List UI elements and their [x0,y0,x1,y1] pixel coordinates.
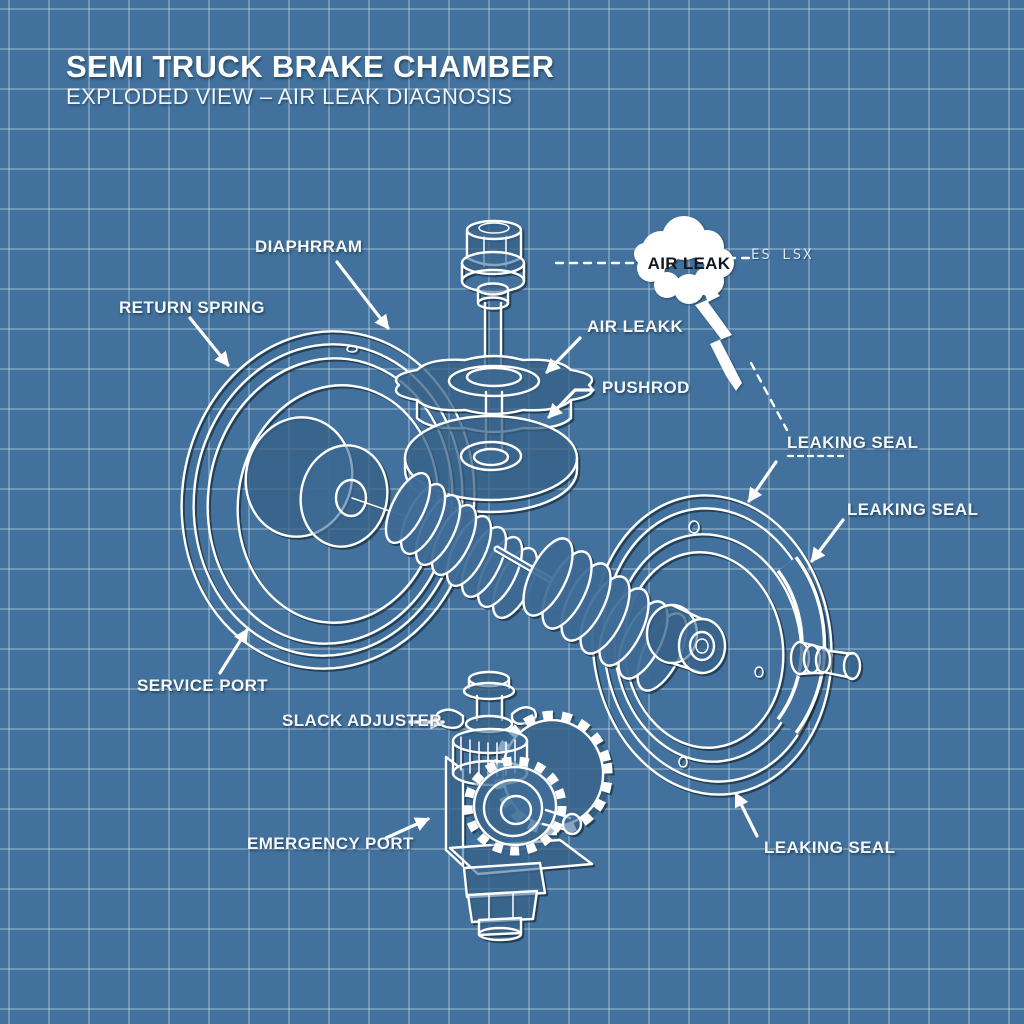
arrow-pushrod [547,388,595,419]
label-leaking-seal-top: LEAKING SEAL [787,433,919,452]
clamp-ring [394,354,594,452]
arrow-service-port [218,628,249,675]
pushrod-spring-coil [493,537,688,692]
label-service-port: SERVICE PORT [137,676,269,695]
lightning-bolt-icon [695,271,742,391]
arrow-diaphragm [335,260,390,330]
collar-ring [460,250,526,276]
label-slack-adjuster: SLACK ADJUSTER [282,711,442,730]
label-return-spring: RETURN SPRING [119,298,265,317]
arrow-leaking-seal-right [810,518,845,563]
bracket [444,755,465,868]
page-subtitle: EXPLODED VIEW – AIR LEAK DIAGNOSIS [66,84,513,109]
pushrod-bushing [645,603,727,675]
label-air-leak: AIR LEAKK [587,317,684,336]
diaphragm-plate [403,414,579,514]
port-fitting [789,640,862,681]
page-title: SEMI TRUCK BRAKE CHAMBER [66,49,555,84]
dashed-line-to-seal-label [749,361,789,432]
arrow-return-spring [188,316,230,367]
scribble-annotation: ES LSX [751,247,814,263]
label-pushrod: PUSHROD [602,378,690,397]
hub-cone-front [299,444,389,548]
hex-base [466,889,539,924]
dashed-leaders [554,256,848,458]
arrow-leaking-seal-top [747,460,778,503]
label-leaking-seal-bottom: LEAKING SEAL [764,838,896,857]
left-chamber-housing [180,330,476,670]
label-emergency-port: EMERGENCY PORT [247,834,414,853]
leader-arrows [188,260,845,840]
arrow-air-leak [545,336,582,374]
air-leak-cloud [634,216,742,391]
slack-adjuster-assembly [435,670,613,942]
arrow-emergency-port [384,817,431,840]
clamp-bolt-assembly [460,219,526,368]
label-diaphragm: DIAPHRRAM [255,237,363,256]
arrow-leaking-seal-bottom [734,792,759,838]
label-leaking-seal-right: LEAKING SEAL [847,500,979,519]
air-leak-cloud-label: AIR LEAK [647,254,731,273]
